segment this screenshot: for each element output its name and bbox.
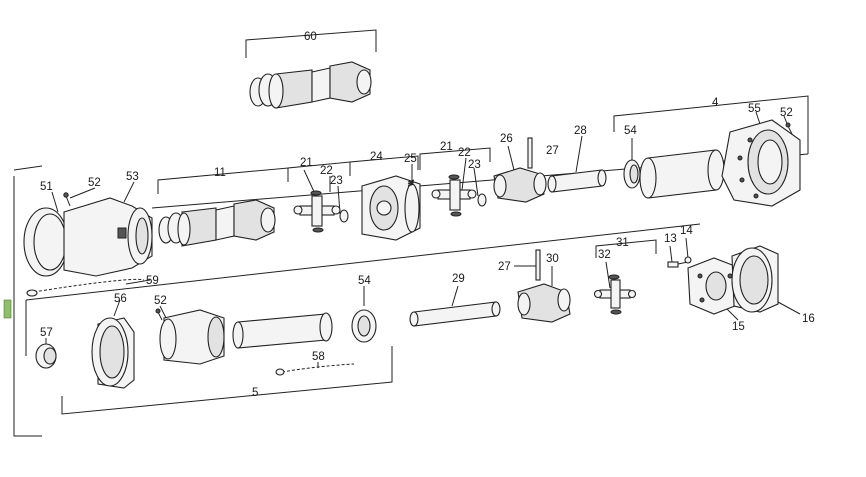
part-26-yoke — [493, 167, 547, 203]
part-52-screw — [63, 192, 71, 207]
part-60-assembly — [249, 61, 372, 109]
callout-16: 16 — [802, 313, 815, 325]
callout-21-left: 21 — [300, 157, 313, 169]
callout-25: 25 — [404, 153, 417, 165]
callout-31: 31 — [616, 237, 629, 249]
callout-52-right: 52 — [780, 107, 793, 119]
part-16-clutch-drum — [731, 245, 779, 313]
callout-28: 28 — [574, 125, 587, 137]
part-57-cap — [35, 343, 57, 369]
part-4-guard-tube — [639, 149, 725, 199]
part-55-bell-housing — [721, 119, 801, 207]
part-27-pin-top — [527, 137, 533, 169]
callout-52-left: 52 — [88, 177, 101, 189]
leader-lines — [45, 111, 801, 368]
callout-59: 59 — [146, 275, 159, 287]
part-51-guard-ring — [23, 207, 69, 277]
part-13-bolt — [667, 261, 689, 268]
callout-51: 51 — [40, 181, 53, 193]
callout-54-bottom: 54 — [358, 275, 371, 287]
callout-22-left: 22 — [320, 165, 333, 177]
part-52-screw-row2 — [155, 308, 163, 321]
part-25-spring — [407, 179, 415, 187]
part-22-cross-right — [431, 174, 487, 217]
part-15-flange — [687, 257, 741, 315]
callout-22-right: 22 — [458, 147, 471, 159]
callout-15: 15 — [732, 321, 745, 333]
callout-58: 58 — [312, 351, 325, 363]
callout-5: 5 — [252, 387, 258, 399]
part-59-chain — [26, 278, 145, 297]
part-30-yoke — [517, 283, 571, 323]
callout-27-bottom: 27 — [498, 261, 511, 273]
callout-55: 55 — [748, 103, 761, 115]
callout-32: 32 — [598, 249, 611, 261]
part-32-cross — [593, 274, 637, 315]
part-outer-guard-tube — [232, 312, 333, 349]
part-11-inner-yoke-group — [158, 199, 276, 247]
callout-labels: 60 4 55 52 54 28 27 26 21 22 23 25 24 21… — [40, 31, 815, 399]
part-22-cross-left — [293, 190, 349, 233]
callout-52-row2: 52 — [154, 295, 167, 307]
callout-23-left: 23 — [330, 175, 343, 187]
part-53-guard-cone — [63, 197, 153, 277]
edge-tab[interactable] — [3, 299, 12, 319]
callout-27-top: 27 — [546, 145, 559, 157]
callout-23-right: 23 — [468, 159, 481, 171]
part-guard-bellows — [159, 309, 225, 365]
part-27-pin-bottom — [535, 249, 541, 281]
part-54-bearing-ring-bottom — [351, 309, 377, 343]
callout-11: 11 — [214, 167, 226, 179]
callout-21-right: 21 — [440, 141, 453, 153]
part-52-screw-right — [785, 122, 793, 135]
callout-14: 14 — [680, 225, 693, 237]
part-54-bearing-ring-top — [623, 159, 641, 189]
callout-54-top: 54 — [624, 125, 637, 137]
callout-30: 30 — [546, 253, 559, 265]
callout-29: 29 — [452, 273, 465, 285]
callout-57: 57 — [40, 327, 53, 339]
part-24-cv-housing — [361, 175, 421, 241]
callout-13: 13 — [664, 233, 677, 245]
callout-24: 24 — [370, 151, 383, 163]
part-14-nut — [684, 256, 692, 264]
callout-60: 60 — [304, 31, 317, 43]
callout-4: 4 — [712, 97, 719, 109]
callout-56: 56 — [114, 293, 127, 305]
part-56-guard-cone — [91, 317, 135, 389]
part-29-outer-tube — [409, 301, 501, 327]
part-28-inner-tube — [547, 169, 607, 193]
callout-53: 53 — [126, 171, 139, 183]
part-58-chain — [275, 363, 355, 376]
callout-26: 26 — [500, 133, 513, 145]
